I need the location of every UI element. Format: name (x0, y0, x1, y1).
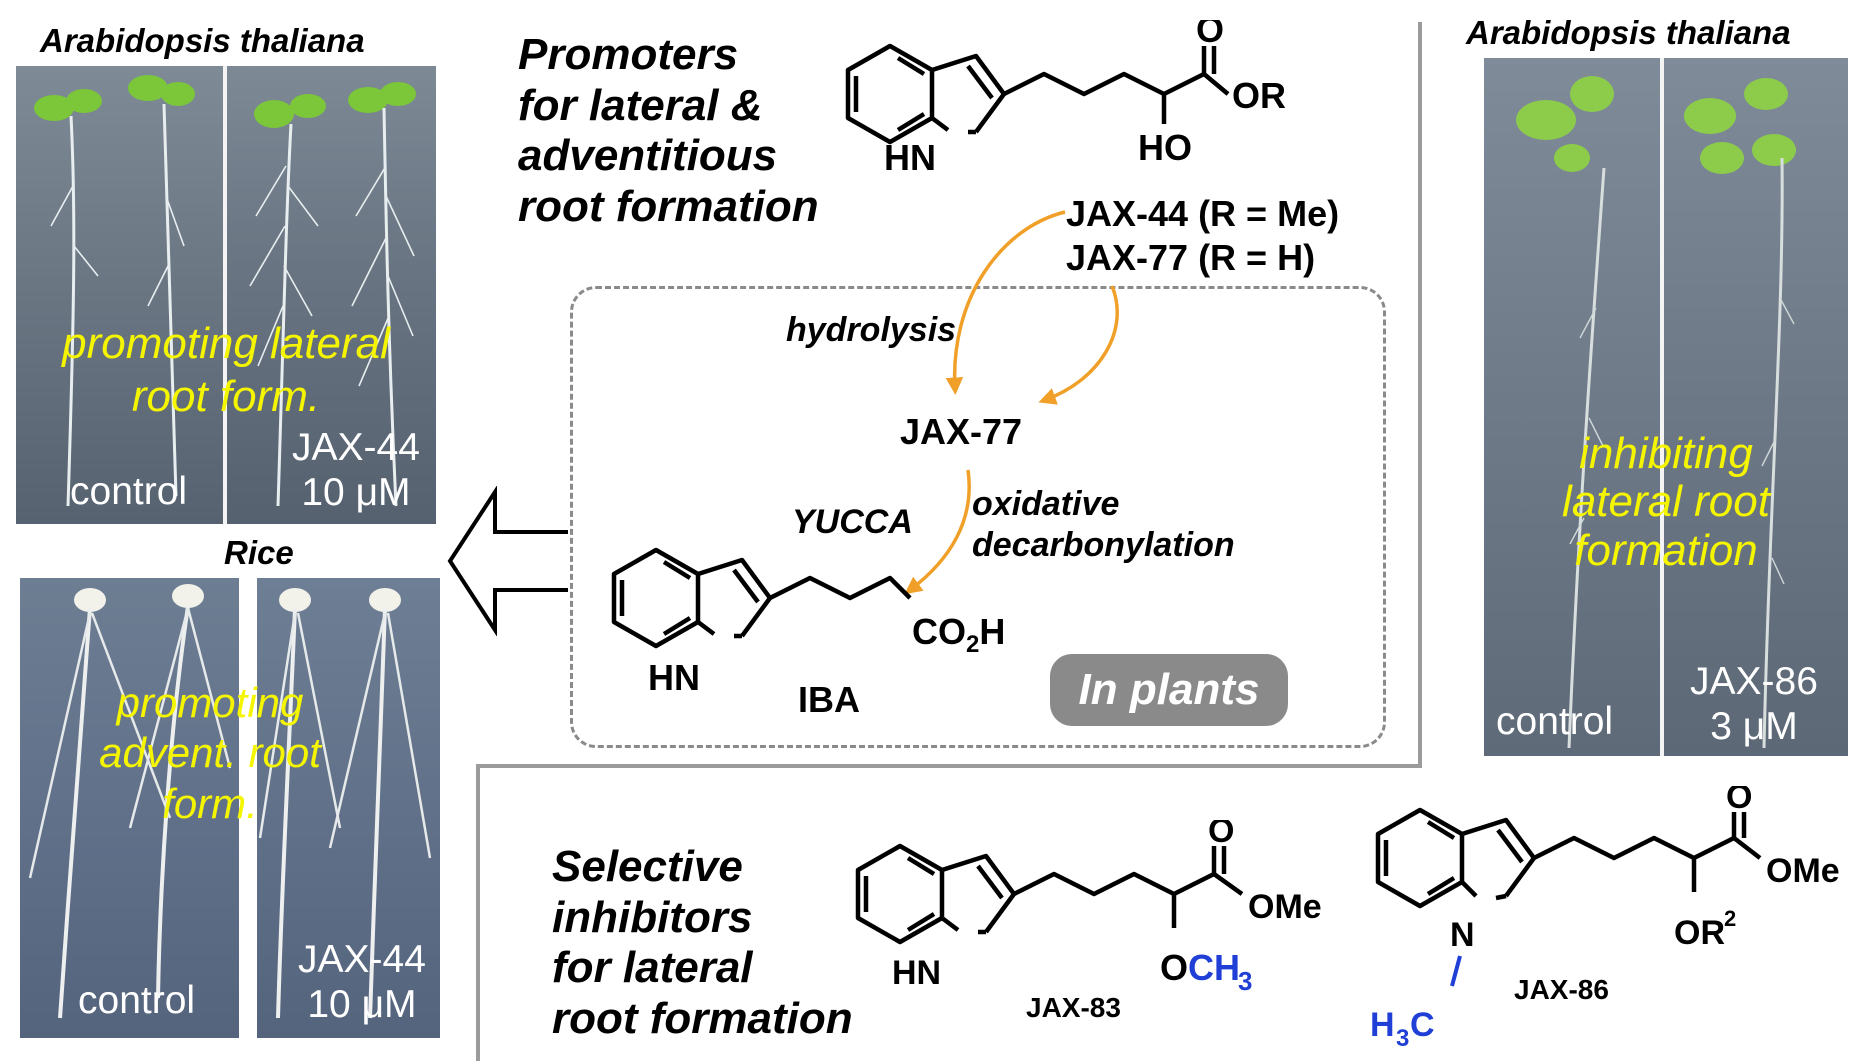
jax83-OMe: OMe (1248, 888, 1322, 926)
photo-right-treated (1664, 58, 1848, 756)
photo-arabidopsis-promoting: promoting lateral root form. control JAX… (16, 66, 436, 524)
jax44-label: JAX-44 (R = Me) (1066, 193, 1340, 234)
rice-label-control: control (78, 979, 196, 1022)
jax86-structure: N O OMe OR 2 H 3 C (1370, 786, 1840, 1052)
atom-OR: OR (1232, 75, 1286, 116)
label-treatment: JAX-44 10 μM (292, 426, 420, 514)
photo-treated-plate (227, 66, 436, 524)
rice-roots-illustration (28, 584, 432, 1019)
overlay-promoting-adventitious: promoting advent. root form. (99, 679, 321, 827)
right-plate-divider (1660, 58, 1664, 756)
left-top-header: Arabidopsis thaliana (40, 22, 365, 59)
jax83-HN: HN (892, 954, 941, 992)
jax83-methyl: CH (1188, 947, 1240, 988)
photo-right-control (1484, 58, 1660, 756)
jax86-OR-sup: 2 (1724, 906, 1736, 931)
iba-structure: HN (611, 547, 912, 698)
hollow-left-arrow (447, 486, 568, 636)
right-label-treatment: JAX-86 3 μM (1690, 660, 1818, 748)
jax86-carbonyl-O: O (1726, 786, 1752, 816)
right-header: Arabidopsis thaliana (1466, 14, 1791, 51)
photo-arabidopsis-inhibiting: inhibiting lateral root formation contro… (1484, 58, 1848, 756)
inhibitors-title: Selective inhibitors for lateral root fo… (552, 842, 853, 1043)
jax86-methyl-C: C (1410, 1006, 1435, 1044)
hydrolysis-label: hydrolysis (786, 311, 957, 349)
jax86-OR: OR (1674, 914, 1725, 952)
iba-label: IBA (798, 679, 860, 720)
overlay-promoting-lateral: promoting lateral root form. (62, 319, 390, 421)
photo-rice-promoting: promoting advent. root form. control JAX… (20, 578, 440, 1038)
jax83-methyl-sub: 3 (1238, 966, 1252, 996)
promoters-title: Promoters for lateral & adventitious roo… (518, 30, 819, 231)
jax86-N: N (1450, 916, 1475, 954)
in-plants-box (570, 286, 1386, 748)
right-seedlings-illustration (1516, 76, 1796, 749)
yucca-enzyme-label: YUCCA (792, 503, 913, 541)
jax86-methyl-sub: 3 (1396, 1025, 1409, 1052)
atom-O: O (1196, 20, 1224, 50)
rice-label-treatment: JAX-44 10 μM (298, 938, 426, 1026)
atom-HN: HN (884, 137, 936, 178)
iba-acid-group: CO2H (912, 611, 1006, 658)
rice-header: Rice (224, 534, 294, 571)
jax86-label: JAX-86 (1514, 974, 1609, 1005)
reaction-label: oxidative decarbonylation (972, 485, 1235, 564)
overlay-inhibiting-lateral: inhibiting lateral root formation (1562, 429, 1770, 575)
iba-HN: HN (648, 657, 700, 698)
jax83-ether-O: O (1160, 947, 1188, 988)
jax83-label: JAX-83 (1026, 992, 1121, 1023)
promoter-structure: O OR HO HN (845, 20, 1286, 178)
jax83-structure: HN O OMe O CH 3 (855, 820, 1322, 996)
photo-rice-control (20, 578, 239, 1038)
jax77-label: JAX-77 (R = H) (1066, 237, 1316, 278)
seedlings-illustration (34, 75, 416, 507)
jax83-carbonyl-O: O (1208, 820, 1234, 850)
photo-control-plate (16, 66, 223, 524)
jax86-methyl-H: H (1370, 1006, 1395, 1044)
label-control: control (70, 470, 188, 513)
intermediate-jax77: JAX-77 (900, 411, 1023, 452)
atom-HO: HO (1138, 127, 1192, 168)
plate-divider (223, 66, 227, 524)
in-plants-badge: In plants (1050, 654, 1288, 726)
rice-plate-gap (239, 578, 257, 1038)
jax86-OMe: OMe (1766, 852, 1840, 890)
right-label-control: control (1496, 700, 1614, 743)
